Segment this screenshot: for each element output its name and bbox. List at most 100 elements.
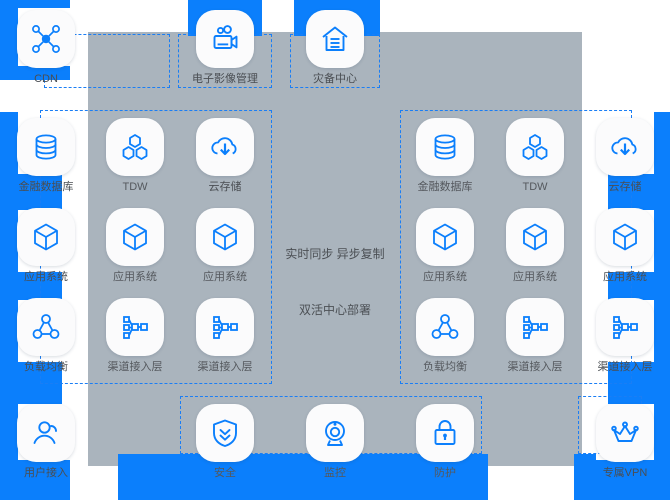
- load-balancer-icon: [429, 311, 461, 343]
- node-user-access[interactable]: 用户接入: [1, 404, 91, 480]
- security-label: 安全: [214, 467, 236, 479]
- node-left-app-3[interactable]: 应用系统: [180, 208, 270, 284]
- right-app-3-tile[interactable]: [596, 208, 654, 266]
- hierarchy-icon: [609, 311, 641, 343]
- node-left-db[interactable]: 金融数据库: [1, 118, 91, 194]
- left-lb-tile[interactable]: [17, 298, 75, 356]
- node-right-app-2[interactable]: 应用系统: [490, 208, 580, 284]
- right-channel-2-label: 渠道接入层: [597, 361, 653, 373]
- right-cos-tile[interactable]: [596, 118, 654, 176]
- monitor-label: 监控: [324, 467, 346, 479]
- right-app-2-tile[interactable]: [506, 208, 564, 266]
- cube-icon: [429, 221, 461, 253]
- left-cos-label: 云存储: [208, 181, 242, 193]
- node-left-channel-1[interactable]: 渠道接入层: [90, 298, 180, 374]
- user-icon: [30, 417, 62, 449]
- monitor-tile[interactable]: [306, 404, 364, 462]
- node-cdn[interactable]: CDN: [1, 10, 91, 86]
- database-icon: [429, 131, 461, 163]
- right-channel-1-label: 渠道接入层: [507, 361, 563, 373]
- cloud-download-icon: [209, 131, 241, 163]
- node-left-tdw[interactable]: TDW: [90, 118, 180, 194]
- left-app-1-tile[interactable]: [17, 208, 75, 266]
- hexagon-cluster-icon: [519, 131, 551, 163]
- vpn-tile[interactable]: [596, 404, 654, 462]
- hierarchy-icon: [519, 311, 551, 343]
- center-label-deploy: 双活中心部署: [298, 303, 371, 317]
- cdn-label: CDN: [34, 73, 58, 85]
- right-tdw-tile[interactable]: [506, 118, 564, 176]
- center-gray-panel: [88, 32, 582, 466]
- left-app-1-label: 应用系统: [24, 271, 68, 283]
- crown-icon: [609, 417, 641, 449]
- node-left-channel-2[interactable]: 渠道接入层: [180, 298, 270, 374]
- shield-icon: [209, 417, 241, 449]
- lock-icon: [429, 417, 461, 449]
- left-tdw-tile[interactable]: [106, 118, 164, 176]
- protection-tile[interactable]: [416, 404, 474, 462]
- node-left-app-1[interactable]: 应用系统: [1, 208, 91, 284]
- node-monitor[interactable]: 监控: [290, 404, 380, 480]
- left-app-3-tile[interactable]: [196, 208, 254, 266]
- left-channel-1-tile[interactable]: [106, 298, 164, 356]
- imaging-label: 电子影像管理: [192, 73, 258, 85]
- cube-icon: [519, 221, 551, 253]
- node-right-app-3[interactable]: 应用系统: [580, 208, 670, 284]
- node-right-channel-2[interactable]: 渠道接入层: [580, 298, 670, 374]
- left-app-2-label: 应用系统: [113, 271, 157, 283]
- user-access-label: 用户接入: [24, 467, 68, 479]
- left-channel-1-label: 渠道接入层: [107, 361, 163, 373]
- left-lb-label: 负载均衡: [24, 361, 68, 373]
- node-right-lb[interactable]: 负载均衡: [400, 298, 490, 374]
- cdn-network-icon: [29, 22, 63, 56]
- node-vpn[interactable]: 专属VPN: [580, 404, 670, 480]
- video-camera-icon: [208, 22, 242, 56]
- imaging-tile[interactable]: [196, 10, 254, 68]
- node-left-cos[interactable]: 云存储: [180, 118, 270, 194]
- cdn-tile[interactable]: [17, 10, 75, 68]
- top-gap-3: [380, 0, 670, 32]
- vpn-label: 专属VPN: [602, 467, 648, 479]
- left-app-2-tile[interactable]: [106, 208, 164, 266]
- node-imaging[interactable]: 电子影像管理: [180, 10, 270, 86]
- left-channel-2-label: 渠道接入层: [197, 361, 253, 373]
- dr-center-tile[interactable]: [306, 10, 364, 68]
- left-channel-2-tile[interactable]: [196, 298, 254, 356]
- right-db-tile[interactable]: [416, 118, 474, 176]
- left-tdw-label: TDW: [122, 181, 148, 193]
- node-right-channel-1[interactable]: 渠道接入层: [490, 298, 580, 374]
- node-dr-center[interactable]: 灾备中心: [290, 10, 380, 86]
- load-balancer-icon: [30, 311, 62, 343]
- bottom-accent-center: [118, 454, 488, 500]
- hierarchy-icon: [209, 311, 241, 343]
- cube-icon: [209, 221, 241, 253]
- right-channel-2-tile[interactable]: [596, 298, 654, 356]
- camera-monitor-icon: [319, 417, 351, 449]
- node-right-db[interactable]: 金融数据库: [400, 118, 490, 194]
- left-cos-tile[interactable]: [196, 118, 254, 176]
- node-security[interactable]: 安全: [180, 404, 270, 480]
- left-app-3-label: 应用系统: [203, 271, 247, 283]
- bottom-gap-2: [488, 466, 574, 500]
- right-app-3-label: 应用系统: [603, 271, 647, 283]
- cube-icon: [119, 221, 151, 253]
- right-channel-1-tile[interactable]: [506, 298, 564, 356]
- node-right-cos[interactable]: 云存储: [580, 118, 670, 194]
- hexagon-cluster-icon: [119, 131, 151, 163]
- right-lb-tile[interactable]: [416, 298, 474, 356]
- database-icon: [30, 131, 62, 163]
- node-left-lb[interactable]: 负载均衡: [1, 298, 91, 374]
- protection-label: 防护: [434, 467, 456, 479]
- top-gap-2: [262, 0, 294, 32]
- left-db-tile[interactable]: [17, 118, 75, 176]
- user-access-tile[interactable]: [17, 404, 75, 462]
- right-app-1-tile[interactable]: [416, 208, 474, 266]
- node-left-app-2[interactable]: 应用系统: [90, 208, 180, 284]
- node-protection[interactable]: 防护: [400, 404, 490, 480]
- top-gap-1: [70, 0, 188, 32]
- node-right-tdw[interactable]: TDW: [490, 118, 580, 194]
- node-right-app-1[interactable]: 应用系统: [400, 208, 490, 284]
- security-tile[interactable]: [196, 404, 254, 462]
- right-lb-label: 负载均衡: [423, 361, 467, 373]
